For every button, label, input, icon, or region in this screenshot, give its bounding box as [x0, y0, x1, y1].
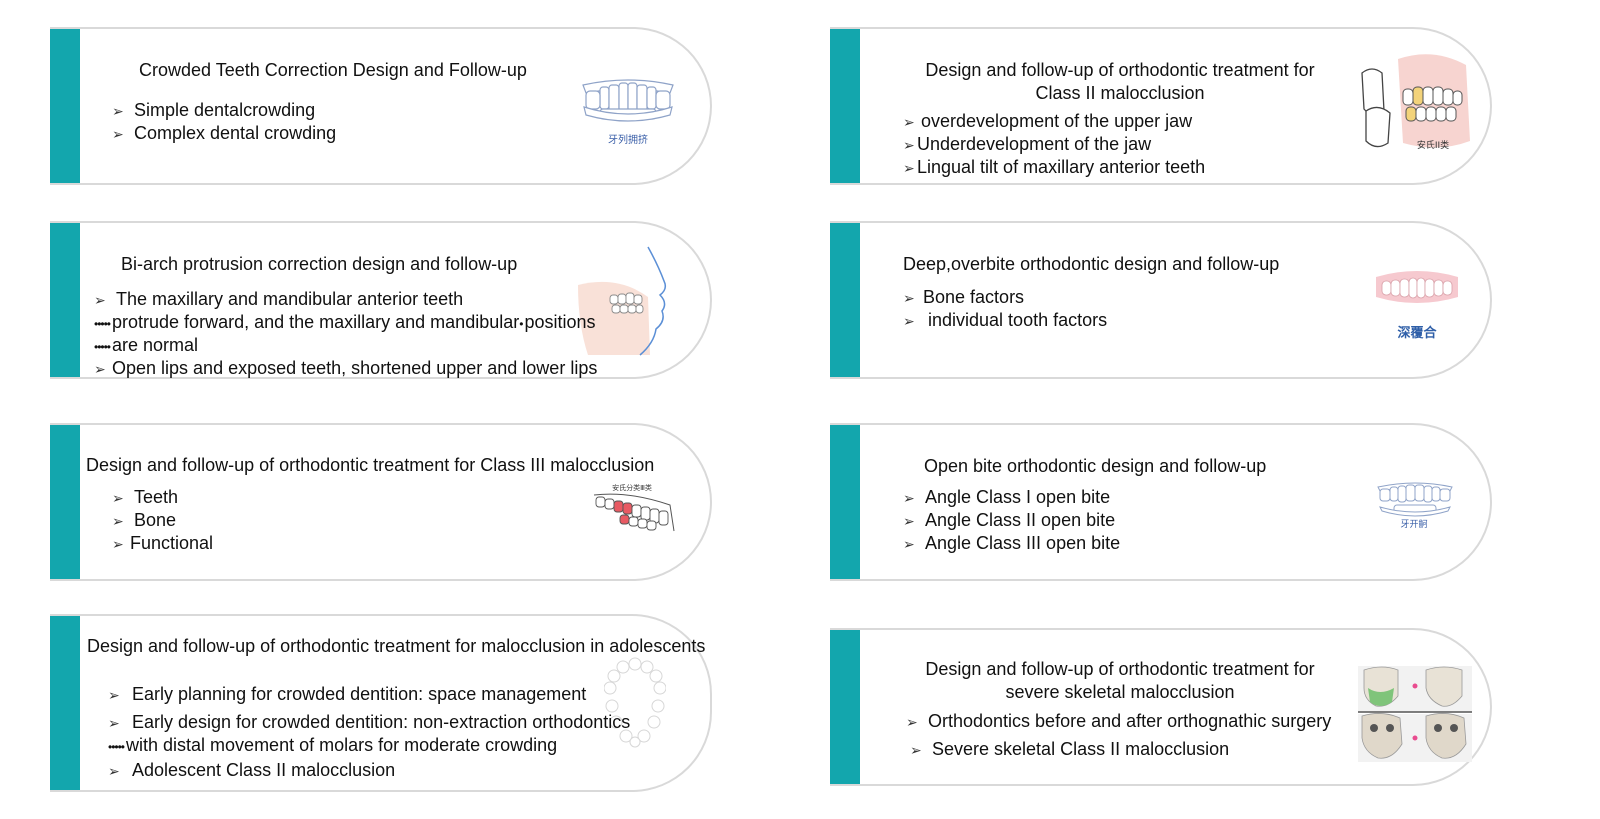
skull-comparison-icon — [1358, 666, 1472, 762]
dot-leader: • — [519, 317, 523, 331]
arrow-bullet-icon: ➢ — [903, 513, 915, 529]
arrow-bullet-icon: ➢ — [906, 714, 918, 730]
arrow-bullet-icon: ➢ — [903, 160, 915, 176]
accent-bar — [50, 616, 80, 790]
dot-leader: ••••• — [94, 340, 111, 354]
card-title: Crowded Teeth Correction Design and Foll… — [139, 60, 527, 80]
list-item: ➢Early design for crowded dentition: non… — [108, 711, 630, 735]
arrow-bullet-icon: ➢ — [112, 126, 124, 142]
arrow-bullet-icon: ➢ — [903, 137, 915, 153]
arrow-bullet-icon: ➢ — [94, 361, 106, 377]
arrow-bullet-icon: ➢ — [903, 490, 915, 506]
arrow-bullet-icon: ➢ — [903, 114, 915, 130]
illustration-caption: 安氏II类 — [1417, 139, 1449, 151]
dot-leader: ••••• — [94, 317, 111, 331]
arrow-bullet-icon: ➢ — [903, 313, 915, 329]
card-title: Design and follow-up of orthodontic trea… — [87, 636, 706, 656]
open-bite-teeth-icon: 牙开䶗 — [1377, 482, 1453, 530]
card-open-bite: Open bite orthodontic design and follow-… — [830, 423, 1492, 581]
arrow-bullet-icon: ➢ — [903, 536, 915, 552]
card-adolescents: Design and follow-up of orthodontic trea… — [50, 614, 712, 792]
arrow-bullet-icon: ➢ — [112, 513, 124, 529]
list-item: ➢Bone — [112, 509, 176, 533]
list-item-continuation: •••••protrude forward, and the maxillary… — [94, 312, 596, 332]
card-title: Deep,overbite orthodontic design and fol… — [903, 254, 1280, 274]
accent-bar — [830, 223, 860, 377]
arrow-bullet-icon: ➢ — [910, 742, 922, 758]
list-item-continuation: •••••with distal movement of molars for … — [108, 735, 558, 755]
dot-leader: ••••• — [108, 740, 125, 754]
card-title: Design and follow-up of orthodontic trea… — [925, 659, 1315, 702]
list-item: ➢Functional — [112, 532, 213, 556]
accent-bar — [830, 630, 860, 784]
list-item: ➢Bone factors — [903, 286, 1024, 310]
illustration-caption: 安氏分类Ⅲ类 — [612, 483, 652, 492]
card-severe-skeletal: Design and follow-up of orthodontic trea… — [830, 628, 1492, 786]
list-item: ➢ individual tooth factors — [903, 309, 1107, 333]
accent-bar — [830, 425, 860, 579]
arrow-bullet-icon: ➢ — [112, 103, 124, 119]
list-item: ➢Angle Class II open bite — [903, 509, 1115, 533]
list-item: ➢Severe skeletal Class II malocclusion — [910, 738, 1229, 762]
list-item: ➢Lingual tilt of maxillary anterior teet… — [903, 156, 1205, 180]
card-title: Open bite orthodontic design and follow-… — [924, 456, 1267, 476]
accent-bar — [50, 223, 80, 377]
list-item-continuation: •••••are normal — [94, 335, 199, 355]
arrow-bullet-icon: ➢ — [112, 536, 124, 552]
list-item: ➢Simple dentalcrowding — [112, 99, 315, 123]
illustration-caption: 牙开䶗 — [1400, 518, 1427, 530]
card-title: Design and follow-up of orthodontic trea… — [86, 455, 655, 475]
accent-bar — [50, 29, 80, 183]
list-item: ➢Angle Class I open bite — [903, 486, 1110, 510]
illustration-caption: 牙列拥挤 — [608, 133, 648, 146]
list-item: ➢Open lips and exposed teeth, shortened … — [94, 357, 597, 381]
list-item: ➢Complex dental crowding — [112, 122, 336, 146]
list-item: ➢Orthodontics before and after orthognat… — [906, 710, 1331, 734]
class-ii-teeth-icon: 安氏II类 — [1361, 54, 1470, 151]
card-crowded-teeth: Crowded Teeth Correction Design and Foll… — [50, 27, 712, 185]
list-item: ➢Teeth — [112, 486, 178, 510]
teeth-arch-icon: 牙列拥挤 — [582, 79, 674, 146]
list-item: ➢Adolescent Class II malocclusion — [108, 759, 395, 783]
arrow-bullet-icon: ➢ — [112, 490, 124, 506]
accent-bar — [830, 29, 860, 183]
arrow-bullet-icon: ➢ — [903, 290, 915, 306]
card-title: Bi-arch protrusion correction design and… — [121, 254, 518, 274]
list-item: ➢Angle Class III open bite — [903, 532, 1120, 556]
list-item: ➢The maxillary and mandibular anterior t… — [94, 288, 463, 312]
list-item: ➢Underdevelopment of the jaw — [903, 133, 1151, 157]
arrow-bullet-icon: ➢ — [108, 763, 120, 779]
list-item: ➢Early planning for crowded dentition: s… — [108, 683, 586, 707]
card-class-ii: Design and follow-up of orthodontic trea… — [830, 27, 1492, 185]
card-deep-overbite: Deep,overbite orthodontic design and fol… — [830, 221, 1492, 379]
accent-bar — [50, 425, 80, 579]
card-bi-arch-protrusion: Bi-arch protrusion correction design and… — [50, 221, 712, 379]
list-item: ➢overdevelopment of the upper jaw — [903, 110, 1192, 134]
card-title: Design and follow-up of orthodontic trea… — [925, 60, 1315, 103]
arrow-bullet-icon: ➢ — [108, 715, 120, 731]
arrow-bullet-icon: ➢ — [108, 687, 120, 703]
deep-bite-teeth-icon: 深覆合 — [1376, 271, 1458, 341]
dental-arch-icon — [604, 657, 666, 748]
class-iii-teeth-icon: 安氏分类Ⅲ类 — [593, 483, 675, 532]
card-class-iii: Design and follow-up of orthodontic trea… — [50, 423, 712, 581]
face-profile-icon — [578, 246, 667, 356]
illustration-caption: 深覆合 — [1397, 325, 1437, 341]
arrow-bullet-icon: ➢ — [94, 292, 106, 308]
